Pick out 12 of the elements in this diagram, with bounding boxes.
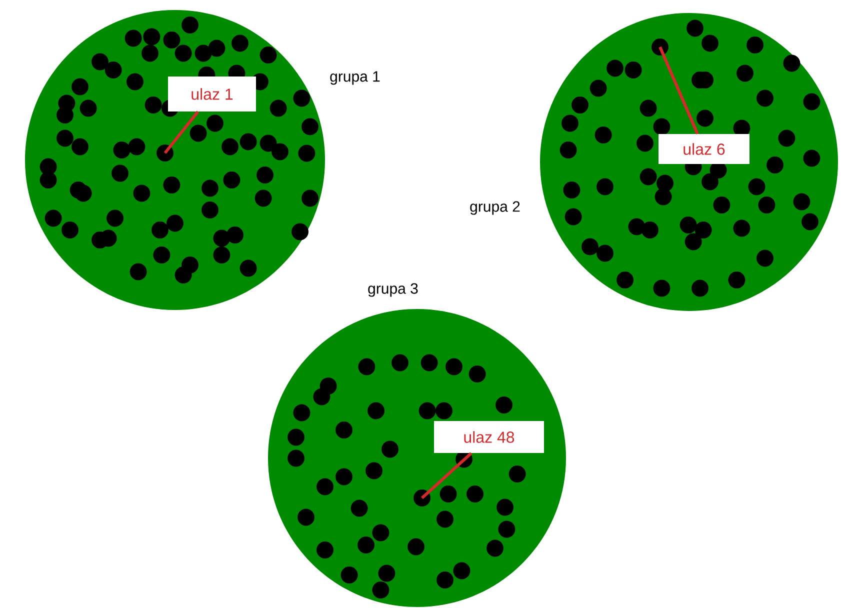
leader-line [658, 46, 699, 134]
dot [156, 144, 174, 162]
group-label: grupa 2 [470, 201, 520, 215]
label-box: ulaz 48 [434, 421, 544, 453]
dot [414, 490, 430, 506]
label-box: ulaz 6 [658, 134, 750, 164]
leader-line [421, 452, 472, 500]
group-label: grupa 3 [368, 283, 418, 297]
group-label: grupa 1 [330, 71, 380, 85]
dot [652, 38, 668, 56]
label-box: ulaz 1 [168, 76, 256, 112]
leader-line [164, 110, 200, 154]
